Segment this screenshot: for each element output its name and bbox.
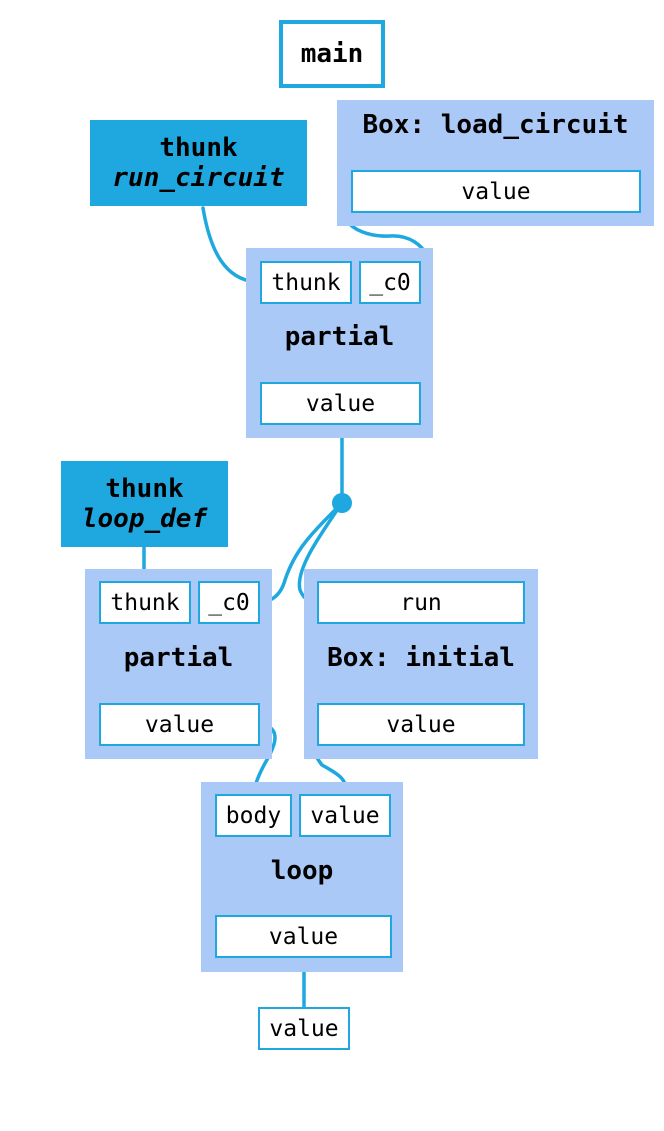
partial-1-c0-port: _c0 (359, 261, 421, 304)
box-initial-value-port: value (317, 703, 525, 746)
thunk-name-label: run_circuit (112, 163, 285, 193)
partial-1-value-port: value (260, 382, 421, 425)
box-initial-run-port: run (317, 581, 525, 624)
partial-1-thunk-port: thunk (260, 261, 352, 304)
thunk-loop-def: thunk loop_def (61, 461, 228, 547)
box-load-circuit-title: Box: load_circuit (362, 110, 629, 140)
thunk-name-label: loop_def (81, 504, 208, 534)
loop-body-port: body (215, 794, 292, 837)
partial-2-thunk-port: thunk (99, 581, 191, 624)
output-value-node: value (258, 1007, 350, 1050)
loop-title: loop (270, 856, 334, 886)
box-initial-title: Box: initial (327, 643, 515, 673)
loop-value-out-port: value (215, 915, 392, 958)
thunk-run-circuit: thunk run_circuit (90, 120, 307, 206)
main-node: main (279, 20, 385, 88)
thunk-kind-label: thunk (105, 474, 184, 504)
partial-2-title: partial (123, 643, 234, 673)
junction-dot (332, 493, 352, 513)
partial-1-title: partial (284, 322, 395, 352)
loop-value-in-port: value (299, 794, 391, 837)
partial-2-c0-port: _c0 (198, 581, 260, 624)
box-load-circuit-value-port: value (351, 170, 641, 213)
partial-2-value-port: value (99, 703, 260, 746)
thunk-kind-label: thunk (159, 133, 238, 163)
